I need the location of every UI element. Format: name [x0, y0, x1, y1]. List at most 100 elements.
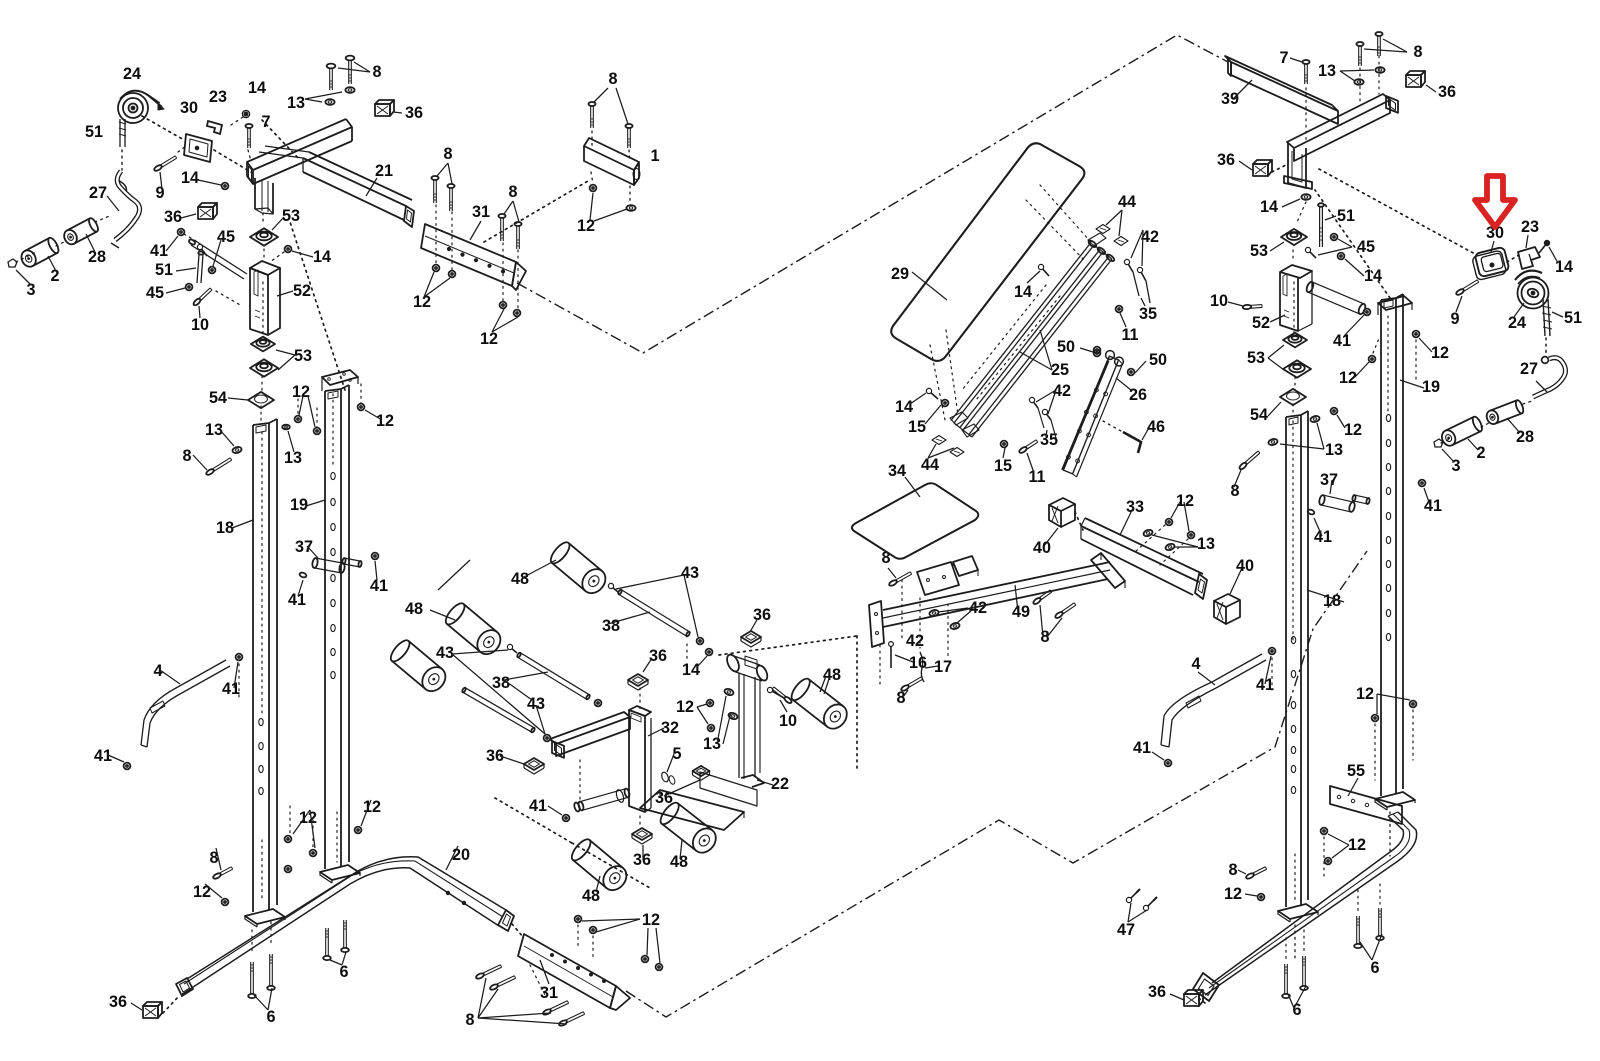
svg-text:43: 43 — [681, 564, 699, 582]
svg-text:14: 14 — [682, 661, 700, 679]
svg-text:12: 12 — [676, 698, 694, 716]
svg-text:4: 4 — [153, 662, 162, 680]
svg-text:42: 42 — [969, 599, 987, 617]
svg-text:27: 27 — [1520, 360, 1538, 378]
svg-text:53: 53 — [1250, 242, 1268, 260]
svg-text:48: 48 — [405, 600, 423, 618]
svg-text:12: 12 — [642, 911, 660, 929]
svg-text:41: 41 — [370, 577, 388, 595]
svg-text:7: 7 — [1279, 49, 1288, 67]
svg-text:51: 51 — [1337, 207, 1355, 225]
svg-text:19: 19 — [290, 496, 308, 514]
svg-text:41: 41 — [94, 747, 112, 765]
svg-text:17: 17 — [934, 658, 952, 676]
svg-text:54: 54 — [1250, 406, 1268, 424]
svg-text:27: 27 — [89, 184, 107, 202]
svg-text:13: 13 — [287, 94, 305, 112]
svg-text:50: 50 — [1057, 338, 1075, 356]
svg-text:36: 36 — [109, 993, 127, 1011]
svg-text:40: 40 — [1236, 557, 1254, 575]
svg-text:32: 32 — [661, 719, 679, 737]
svg-text:31: 31 — [472, 203, 490, 221]
svg-text:8: 8 — [209, 849, 218, 867]
svg-text:24: 24 — [1508, 314, 1526, 332]
svg-text:38: 38 — [602, 617, 620, 635]
svg-text:15: 15 — [994, 457, 1012, 475]
svg-text:50: 50 — [1149, 351, 1167, 369]
svg-text:18: 18 — [216, 519, 234, 537]
svg-text:34: 34 — [888, 462, 906, 480]
svg-text:8: 8 — [1228, 861, 1237, 879]
svg-text:23: 23 — [209, 88, 227, 106]
svg-text:48: 48 — [670, 853, 688, 871]
svg-text:14: 14 — [181, 169, 199, 187]
svg-text:14: 14 — [248, 79, 266, 97]
svg-text:51: 51 — [85, 123, 103, 141]
svg-text:13: 13 — [1197, 535, 1215, 553]
svg-text:40: 40 — [1033, 539, 1051, 557]
svg-text:36: 36 — [164, 208, 182, 226]
svg-text:12: 12 — [363, 798, 381, 816]
svg-text:8: 8 — [443, 145, 452, 163]
svg-text:10: 10 — [191, 316, 209, 334]
svg-text:42: 42 — [1141, 228, 1159, 246]
svg-text:18: 18 — [1323, 592, 1341, 610]
svg-text:36: 36 — [1217, 151, 1235, 169]
svg-text:25: 25 — [1051, 361, 1069, 379]
svg-text:38: 38 — [492, 674, 510, 692]
svg-text:7: 7 — [261, 113, 270, 131]
svg-text:12: 12 — [577, 217, 595, 235]
svg-text:51: 51 — [1564, 309, 1582, 327]
svg-text:12: 12 — [1339, 369, 1357, 387]
svg-text:53: 53 — [282, 207, 300, 225]
svg-text:48: 48 — [511, 570, 529, 588]
svg-text:19: 19 — [1422, 378, 1440, 396]
svg-text:2: 2 — [1476, 444, 1485, 462]
svg-text:41: 41 — [150, 242, 168, 260]
svg-text:53: 53 — [1247, 349, 1265, 367]
svg-text:31: 31 — [540, 984, 558, 1002]
svg-text:41: 41 — [1256, 676, 1274, 694]
svg-text:8: 8 — [1040, 628, 1049, 646]
svg-text:42: 42 — [1053, 382, 1071, 400]
svg-text:39: 39 — [1221, 90, 1239, 108]
svg-text:12: 12 — [1224, 885, 1242, 903]
svg-text:41: 41 — [1314, 528, 1332, 546]
svg-text:49: 49 — [1012, 603, 1030, 621]
svg-text:14: 14 — [313, 248, 331, 266]
svg-text:8: 8 — [182, 447, 191, 465]
svg-text:41: 41 — [222, 680, 240, 698]
svg-text:6: 6 — [1292, 1001, 1301, 1019]
svg-text:52: 52 — [1252, 314, 1270, 332]
svg-text:22: 22 — [771, 775, 789, 793]
svg-text:28: 28 — [1516, 428, 1534, 446]
svg-text:41: 41 — [1333, 332, 1351, 350]
svg-text:42: 42 — [906, 632, 924, 650]
svg-text:30: 30 — [180, 99, 198, 117]
svg-text:45: 45 — [1357, 238, 1375, 256]
svg-text:41: 41 — [529, 797, 547, 815]
svg-text:28: 28 — [88, 248, 106, 266]
svg-text:44: 44 — [921, 456, 939, 474]
svg-text:30: 30 — [1486, 224, 1504, 242]
svg-text:41: 41 — [1133, 739, 1151, 757]
svg-text:3: 3 — [1451, 457, 1460, 475]
svg-text:29: 29 — [891, 265, 909, 283]
svg-text:13: 13 — [1318, 62, 1336, 80]
svg-text:14: 14 — [895, 398, 913, 416]
svg-text:10: 10 — [1210, 292, 1228, 310]
svg-text:48: 48 — [823, 666, 841, 684]
svg-text:36: 36 — [1438, 83, 1456, 101]
svg-text:47: 47 — [1117, 921, 1135, 939]
svg-text:15: 15 — [908, 418, 926, 436]
svg-text:11: 11 — [1028, 468, 1045, 486]
svg-text:46: 46 — [1147, 418, 1165, 436]
svg-text:14: 14 — [1364, 267, 1382, 285]
svg-text:36: 36 — [633, 851, 651, 869]
svg-text:14: 14 — [1014, 283, 1032, 301]
svg-text:45: 45 — [217, 228, 235, 246]
svg-text:12: 12 — [480, 330, 498, 348]
svg-text:6: 6 — [266, 1008, 275, 1026]
svg-text:10: 10 — [779, 712, 797, 730]
svg-text:44: 44 — [1118, 193, 1136, 211]
